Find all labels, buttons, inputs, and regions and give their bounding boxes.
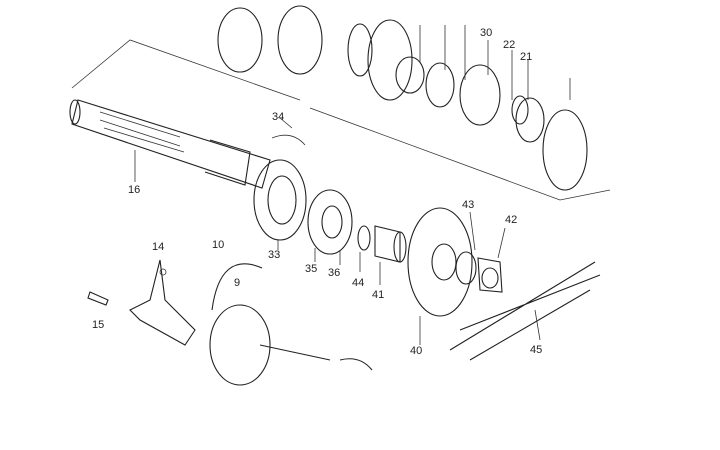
callout-42: 42 <box>505 214 518 226</box>
callout-33: 33 <box>268 249 281 261</box>
pin <box>87 291 109 306</box>
callout-40: 40 <box>410 345 423 357</box>
boundary-lines <box>71 39 611 201</box>
bearing <box>253 134 307 250</box>
drive-sprocket <box>407 207 473 345</box>
spacer-and-collar <box>357 225 407 285</box>
circlip <box>211 263 263 311</box>
callout-35: 35 <box>305 263 318 275</box>
callout-10: 10 <box>212 239 225 251</box>
callout-34: 34 <box>272 111 285 123</box>
callout-16: 16 <box>128 184 141 196</box>
callout-43: 43 <box>462 199 475 211</box>
callout-30: 30 <box>480 27 493 39</box>
bracket <box>129 259 196 346</box>
callout-36: 36 <box>328 267 341 279</box>
callout-45: 45 <box>530 344 543 356</box>
callout-15: 15 <box>92 319 105 331</box>
mainshaft <box>69 99 293 189</box>
callout-9: 9 <box>234 277 241 289</box>
countershaft-gears <box>217 5 588 191</box>
callout-44: 44 <box>352 277 365 289</box>
callout-22: 22 <box>503 39 516 51</box>
callout-41: 41 <box>372 289 385 301</box>
drive-chain <box>449 261 601 361</box>
oil-seal <box>307 189 353 265</box>
callout-21: 21 <box>520 51 533 63</box>
callout-14: 14 <box>152 241 165 253</box>
lower-bearing <box>209 304 373 386</box>
washer-and-nut <box>455 211 506 293</box>
